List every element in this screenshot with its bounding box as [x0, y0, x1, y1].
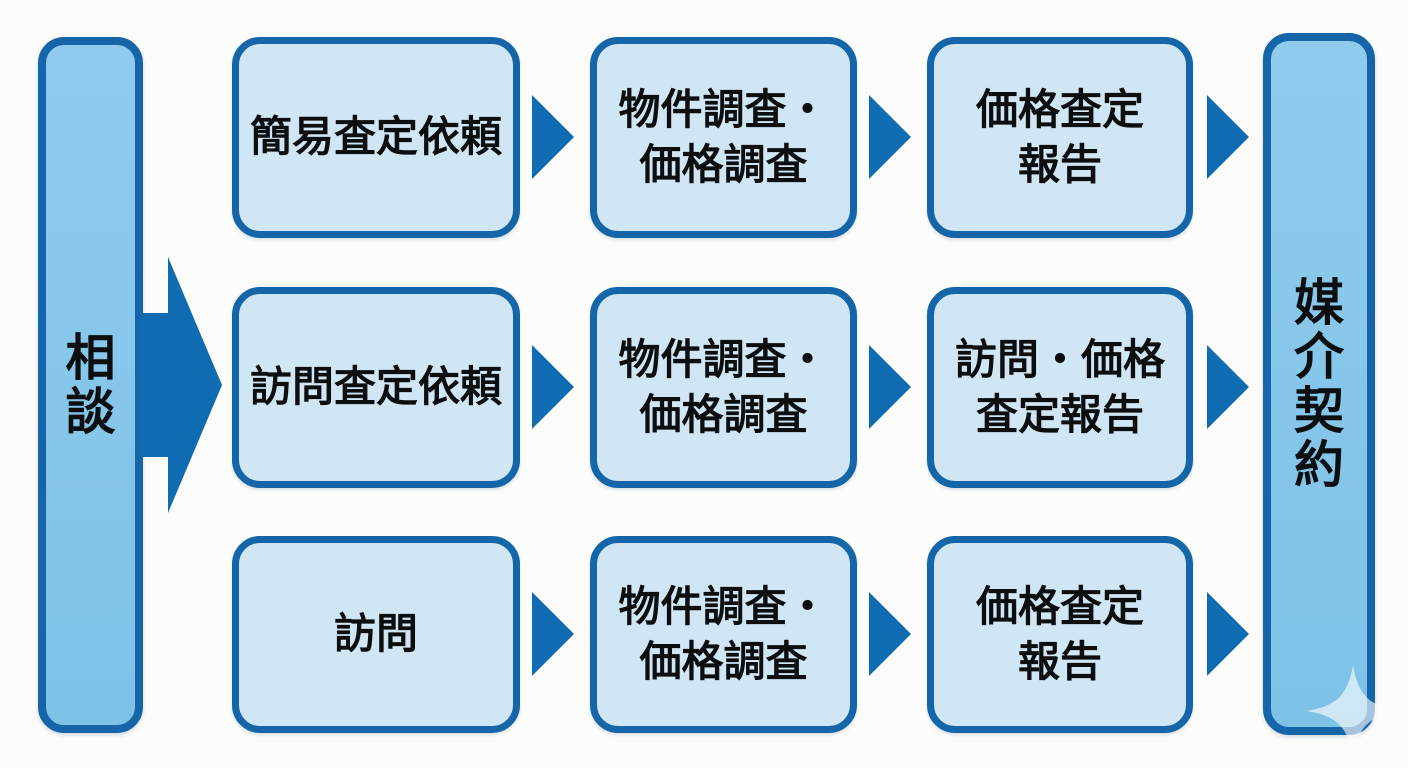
flow-arrow-right-icon — [869, 95, 911, 179]
step-box-row1-property-price-research: 物件調査・ 価格調査 — [590, 37, 857, 238]
big-right-arrow-icon — [140, 257, 222, 513]
flow-arrow-shape — [532, 345, 574, 429]
step-box-row3-property-price-research: 物件調査・ 価格調査 — [590, 536, 857, 733]
start-node: 相談 — [38, 37, 143, 733]
flow-arrow-right-icon — [532, 95, 574, 179]
step-box-label: 価格査定 報告 — [975, 85, 1144, 188]
flow-arrow-shape — [869, 345, 911, 429]
step-box-label: 訪問査定依頼 — [249, 363, 502, 411]
step-box-row2-visit-assessment-request: 訪問査定依頼 — [232, 287, 520, 488]
flow-arrow-right-icon — [1207, 345, 1249, 429]
flow-arrow-shape — [532, 95, 574, 179]
flow-arrow-right-icon — [532, 345, 574, 429]
step-box-label: 訪問・価格 査定報告 — [954, 335, 1165, 438]
flow-arrow-shape — [1207, 95, 1249, 179]
start-node-label: 相談 — [65, 330, 116, 440]
step-box-label: 物件調査・ 価格調査 — [618, 335, 829, 438]
flow-arrow-right-icon — [1207, 592, 1249, 676]
step-box-label: 物件調査・ 価格調査 — [618, 85, 829, 188]
four-point-sparkle-icon — [1306, 664, 1400, 758]
step-box-row2-property-price-research: 物件調査・ 価格調査 — [590, 287, 857, 488]
step-box-row2-visit-price-assessment-report: 訪問・価格 査定報告 — [927, 287, 1193, 488]
flow-arrow-right-icon — [532, 592, 574, 676]
step-box-row1-simple-assessment-request: 簡易査定依頼 — [232, 37, 520, 238]
step-box-label: 物件調査・ 価格調査 — [618, 582, 829, 685]
end-node-label: 媒介契約 — [1294, 275, 1344, 493]
flow-arrow-shape — [1207, 592, 1249, 676]
sparkle-shape — [1306, 664, 1400, 758]
flow-arrow-shape — [869, 592, 911, 676]
flow-arrow-right-icon — [1207, 95, 1249, 179]
step-box-label: 訪問 — [333, 610, 418, 658]
step-box-label: 簡易査定依頼 — [249, 113, 502, 161]
flow-arrow-shape — [1207, 345, 1249, 429]
flow-arrow-right-icon — [869, 345, 911, 429]
step-box-row1-price-assessment-report: 価格査定 報告 — [927, 37, 1193, 238]
end-node: 媒介契約 — [1263, 33, 1375, 735]
step-box-row3-price-assessment-report: 価格査定 報告 — [927, 536, 1193, 733]
step-box-row3-visit: 訪問 — [232, 536, 520, 733]
step-box-label: 価格査定 報告 — [975, 582, 1144, 685]
flow-arrow-right-icon — [869, 592, 911, 676]
flow-arrow-shape — [532, 592, 574, 676]
big-right-arrow-shape — [140, 257, 222, 513]
flow-arrow-shape — [869, 95, 911, 179]
